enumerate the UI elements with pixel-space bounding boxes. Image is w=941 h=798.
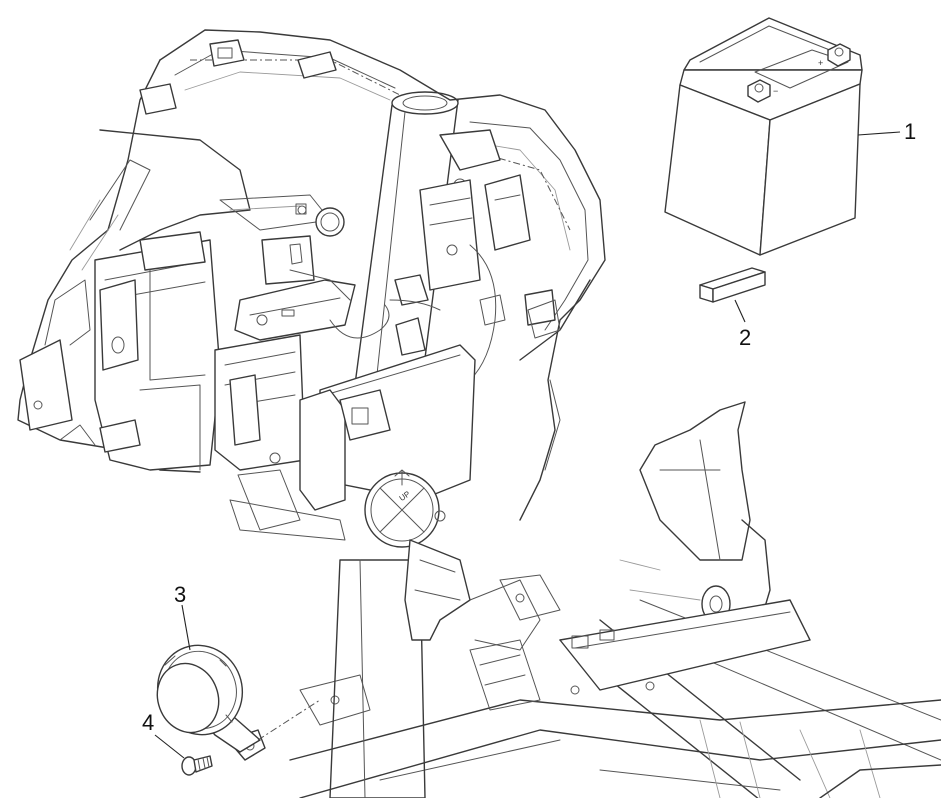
callout-4: 4 — [142, 710, 154, 735]
battery-pad — [699, 267, 766, 303]
callout-1: 1 — [904, 119, 916, 144]
access-cover: UP — [364, 469, 446, 548]
horn — [156, 644, 266, 761]
leader-lines — [154, 131, 901, 759]
callout-2: 2 — [739, 325, 751, 350]
battery-plus-mark: + — [818, 58, 823, 68]
callout-3: 3 — [174, 582, 186, 607]
leg-shield-panel: UP — [17, 29, 606, 651]
battery: + − — [664, 17, 863, 256]
screw — [181, 755, 213, 776]
frame-assembly — [289, 401, 941, 798]
battery-minus-mark: − — [773, 86, 778, 96]
